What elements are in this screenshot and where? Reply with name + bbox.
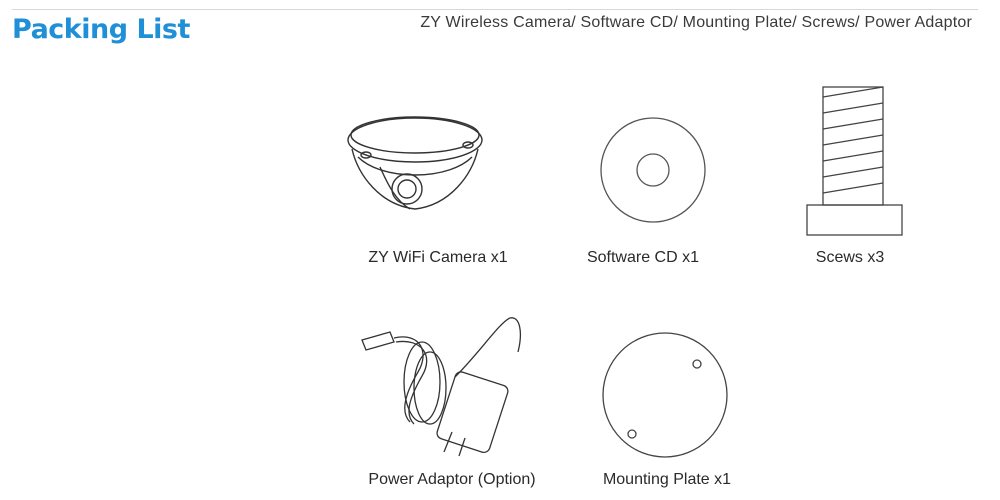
item-label-cd: Software CD x1: [586, 249, 700, 266]
power-adaptor-icon: [361, 317, 521, 457]
mounting-plate-icon: [602, 332, 728, 458]
item-label-mounting-plate: Mounting Plate x1: [602, 471, 732, 488]
contents-summary: ZY Wireless Camera/ Software CD/ Mountin…: [420, 14, 972, 31]
item-label-screws: Scews x3: [815, 249, 885, 266]
screw-icon: [806, 86, 903, 236]
item-label-power-adaptor: Power Adaptor (Option): [368, 471, 536, 488]
cd-disc-icon: [600, 117, 706, 223]
item-label-camera: ZY WiFi Camera x1: [368, 249, 508, 266]
header-divider: [12, 9, 978, 10]
page-title: Packing List: [12, 14, 190, 45]
dome-camera-icon: [347, 116, 483, 210]
